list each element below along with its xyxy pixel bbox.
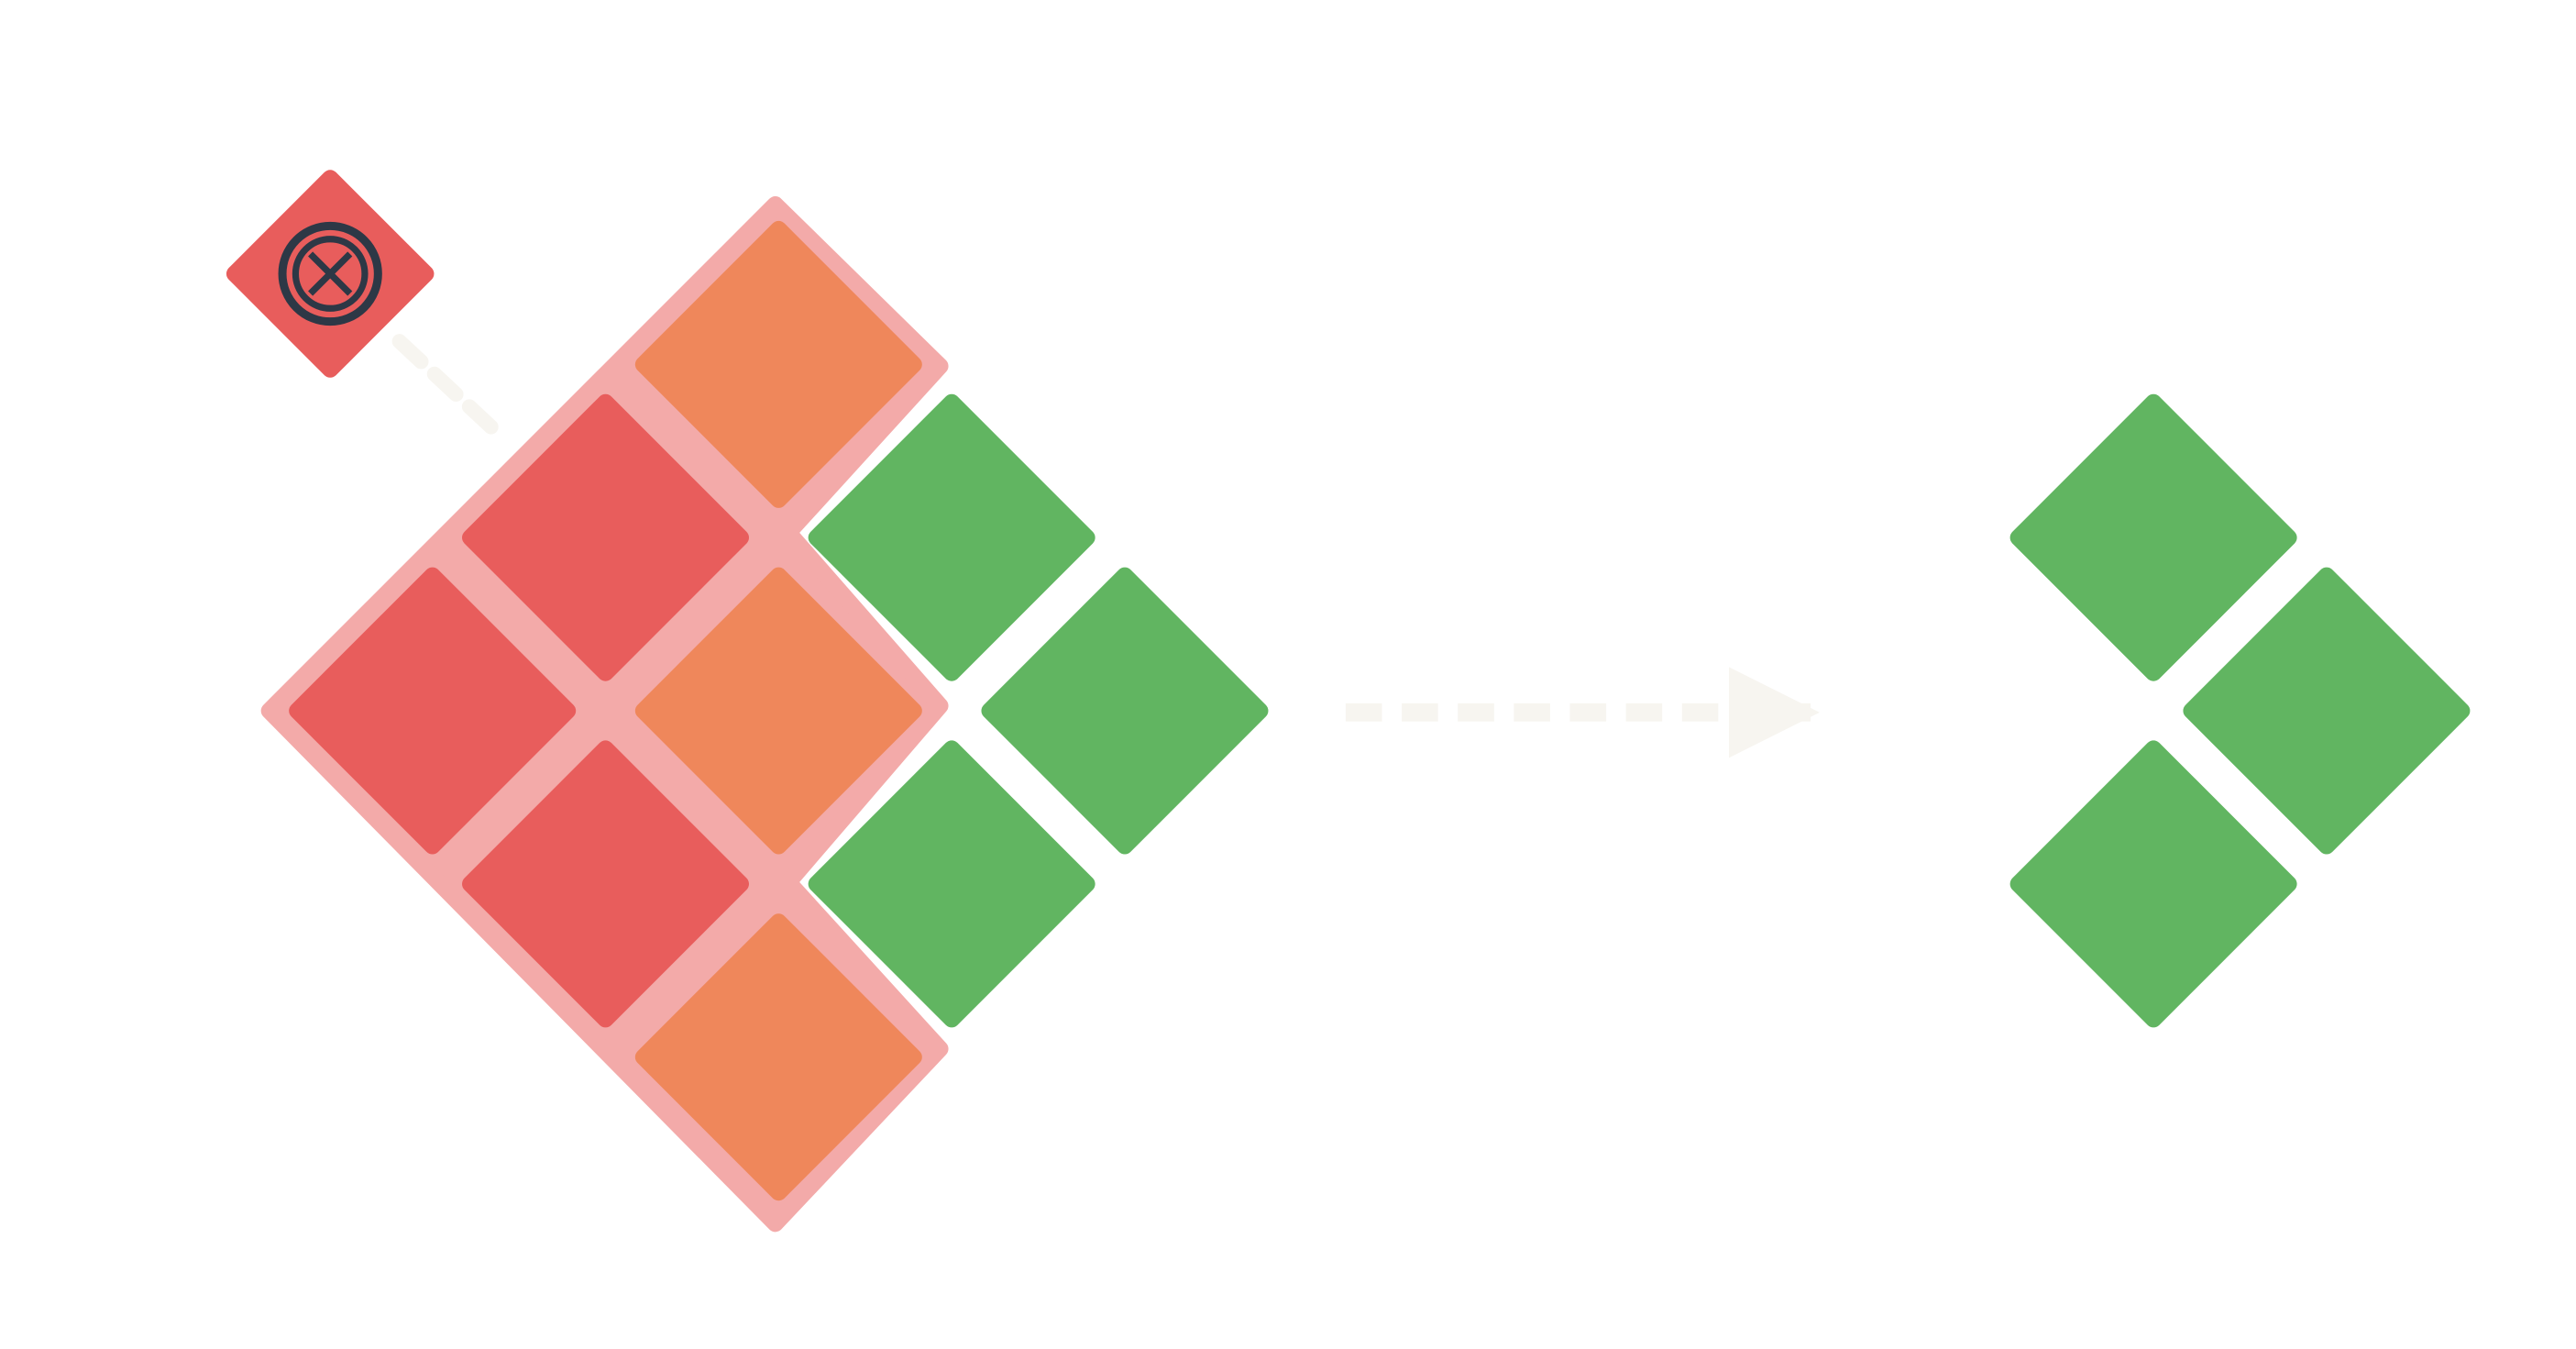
tile-kept-r1-c2 bbox=[2009, 393, 2297, 681]
tile-removed-r2-c0 bbox=[634, 913, 922, 1201]
tile-kept-r2-c1 bbox=[808, 740, 1095, 1028]
tile-kept-r1-c2 bbox=[808, 393, 1095, 681]
tile-removed-r0-c1 bbox=[462, 393, 750, 681]
tile-kept-r2-c2 bbox=[981, 567, 1269, 855]
remove-connector-dashed bbox=[391, 334, 506, 442]
after-grid bbox=[2009, 393, 2471, 1028]
tile-kept-r2-c1 bbox=[2009, 740, 2297, 1028]
tile-removed-r0-c2 bbox=[634, 220, 922, 508]
circle-x-icon bbox=[278, 221, 382, 326]
tile-kept-r2-c2 bbox=[2183, 567, 2471, 855]
tile-removed-r0-c0 bbox=[289, 567, 577, 855]
tile-removed-r1-c0 bbox=[462, 740, 750, 1028]
tile-removed-r1-c1 bbox=[634, 567, 922, 855]
remove-marker bbox=[226, 170, 435, 378]
before-grid bbox=[289, 220, 1269, 1201]
